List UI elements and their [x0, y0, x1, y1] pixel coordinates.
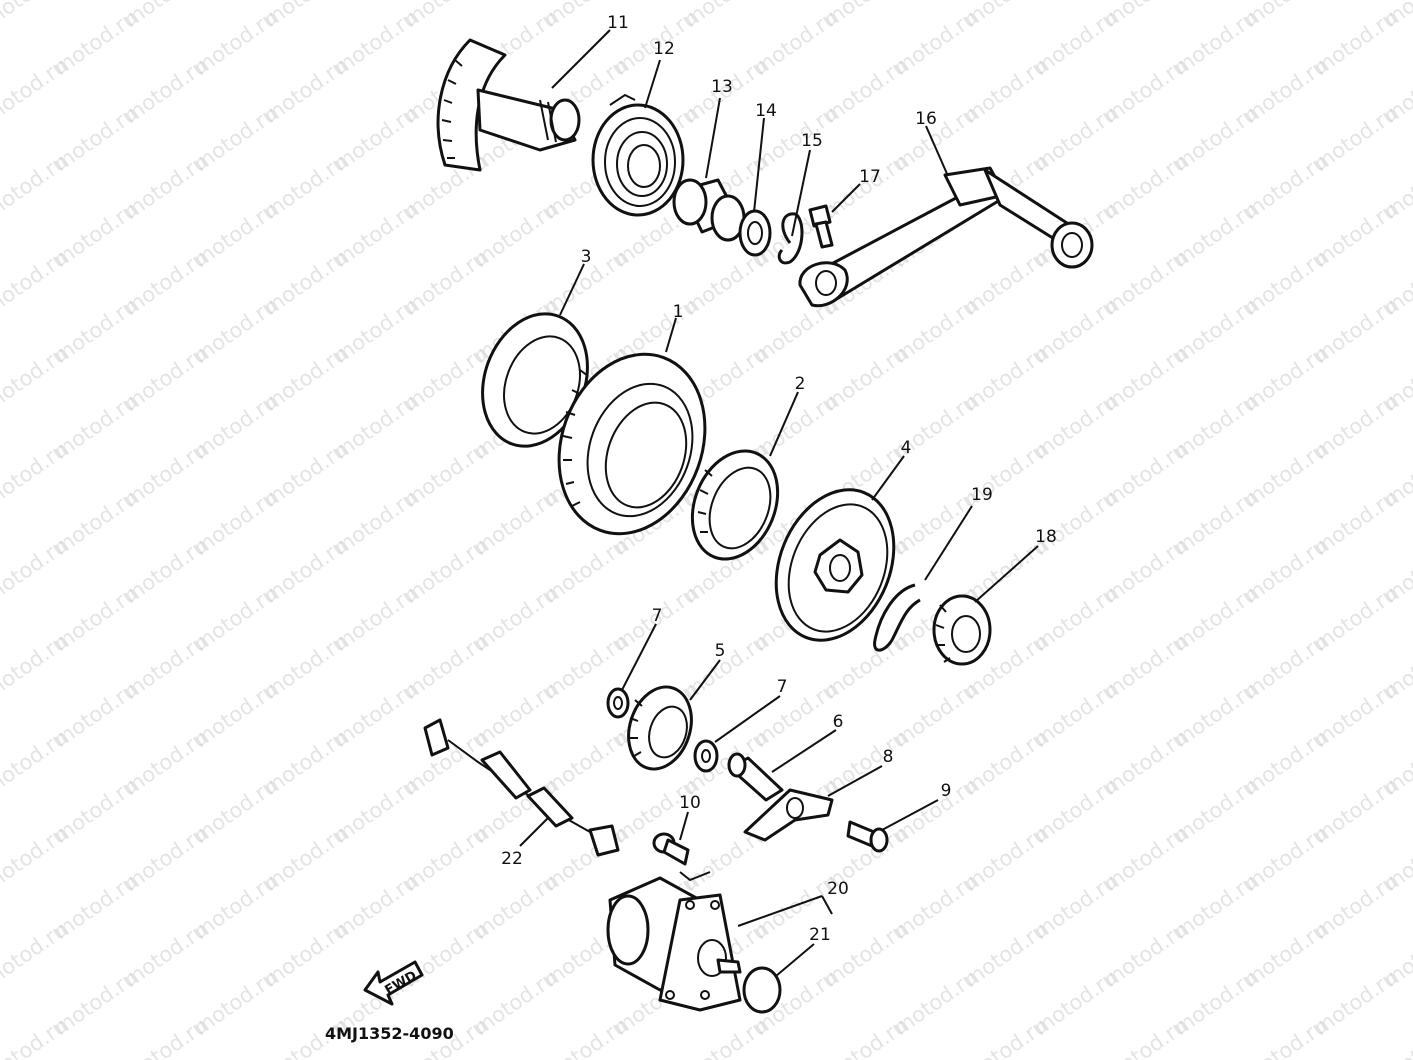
- callout-5: 5: [715, 641, 726, 661]
- watermark-text: motod.ru: [0, 917, 72, 992]
- watermark-text: motod.ru: [0, 245, 72, 320]
- part-10-bolt: [652, 832, 690, 866]
- part-14-washer: [738, 209, 772, 257]
- watermark-text: motod.ru: [679, 1013, 772, 1060]
- watermark-text: motod.ru: [0, 437, 72, 512]
- callout-16: 16: [915, 109, 937, 129]
- watermark-text: motod.ru: [1379, 1013, 1413, 1060]
- watermark-text: motod.ru: [0, 533, 72, 608]
- callout-14: 14: [755, 101, 777, 121]
- callout-19: 19: [971, 485, 993, 505]
- part-19-circlip: [873, 583, 921, 652]
- callout-20: 20: [827, 879, 849, 899]
- part-17-bolt: [808, 204, 834, 249]
- callout-8: 8: [883, 747, 894, 767]
- part-20-starter-motor: [606, 876, 742, 1012]
- watermark-text: motod.ru: [0, 821, 72, 896]
- watermark-text: motod.ru: [819, 1013, 912, 1060]
- part-7-washer-b: [693, 739, 719, 773]
- callout-22: 22: [501, 849, 523, 869]
- watermark-text: motod.ru: [0, 0, 72, 32]
- part-6-shaft: [727, 752, 784, 802]
- callout-7-top: 7: [652, 606, 663, 626]
- leader-lines: [519, 29, 1039, 977]
- callout-numbers: 11 12 13 14 15 16 17 3 1 2 4 19 18 7 5 7…: [501, 13, 1057, 945]
- diagram-code: 4MJ1352-4090: [325, 1024, 454, 1043]
- callout-13: 13: [711, 77, 733, 97]
- part-7-washer-a: [606, 687, 630, 719]
- part-21-o-ring: [742, 966, 782, 1014]
- part-4-one-way-clutch: [774, 488, 896, 642]
- part-8-plate: [743, 788, 834, 842]
- callout-6: 6: [833, 712, 844, 732]
- part-18-gear: [932, 594, 992, 666]
- part-9-screw: [846, 820, 889, 853]
- watermark-text: motod.ru: [1239, 1013, 1332, 1060]
- watermark-text: motod.ru: [0, 53, 72, 128]
- part-11-kick-shaft: [436, 38, 581, 172]
- part-5-idler-gear: [627, 685, 693, 771]
- callout-9: 9: [941, 781, 952, 801]
- callout-12: 12: [653, 39, 675, 59]
- watermark-text: motod.ru: [0, 629, 72, 704]
- part-1-starter-wheel: [557, 352, 707, 536]
- watermark-text: motod.ru: [539, 1013, 632, 1060]
- callout-4: 4: [901, 438, 912, 458]
- watermark-text: motod.ru: [119, 1013, 212, 1060]
- callout-15: 15: [801, 131, 823, 151]
- watermark-text: motod.ru: [0, 1013, 72, 1060]
- callout-2: 2: [795, 374, 806, 394]
- watermark-text: motod.ru: [0, 341, 72, 416]
- part-13-collar: [672, 178, 746, 242]
- callout-17: 17: [859, 167, 881, 187]
- watermark-text: motod.ru: [0, 725, 72, 800]
- callout-18: 18: [1035, 527, 1057, 547]
- callout-10: 10: [679, 793, 701, 813]
- callout-1: 1: [673, 302, 684, 322]
- watermark-text: motod.ru: [0, 149, 72, 224]
- part-2-bearing: [690, 449, 780, 561]
- watermark-text: motod.ru: [1099, 1013, 1192, 1060]
- callout-7-bottom: 7: [777, 677, 788, 697]
- part-22-lead-wire: [423, 718, 620, 857]
- watermark-text: motod.ru: [959, 1013, 1052, 1060]
- callout-21: 21: [809, 925, 831, 945]
- part-16-kick-crank: [798, 166, 1094, 308]
- part-12-kick-spring: [591, 93, 685, 217]
- callout-3: 3: [581, 247, 592, 267]
- part-15-circlip: [777, 212, 804, 265]
- callout-11: 11: [607, 13, 629, 33]
